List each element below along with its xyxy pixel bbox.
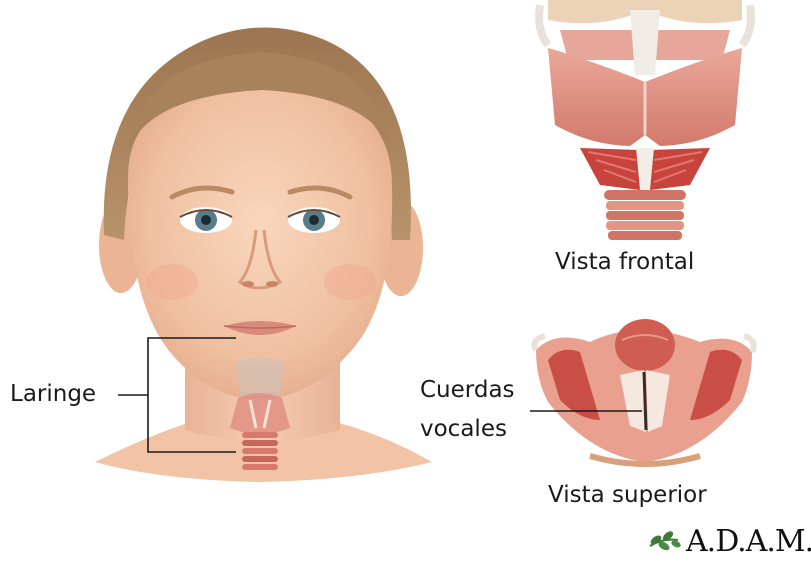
child-head-illustration xyxy=(95,27,432,482)
label-laringe: Laringe xyxy=(10,381,96,408)
leaf-sprig-icon xyxy=(649,529,682,552)
label-vista-superior: Vista superior xyxy=(548,482,707,509)
label-cuerdas-vocales-line1: Cuerdas xyxy=(420,377,515,404)
adam-logo-text: A.D.A.M. xyxy=(686,524,811,559)
label-cuerdas-vocales-line2: vocales xyxy=(420,416,507,443)
right-eye xyxy=(288,207,340,233)
left-eye xyxy=(180,207,232,233)
larynx-frontal-view xyxy=(539,0,751,240)
trachea xyxy=(604,190,686,240)
face xyxy=(128,80,392,400)
larynx-superior-view xyxy=(534,319,754,464)
label-vista-frontal: Vista frontal xyxy=(555,249,694,276)
